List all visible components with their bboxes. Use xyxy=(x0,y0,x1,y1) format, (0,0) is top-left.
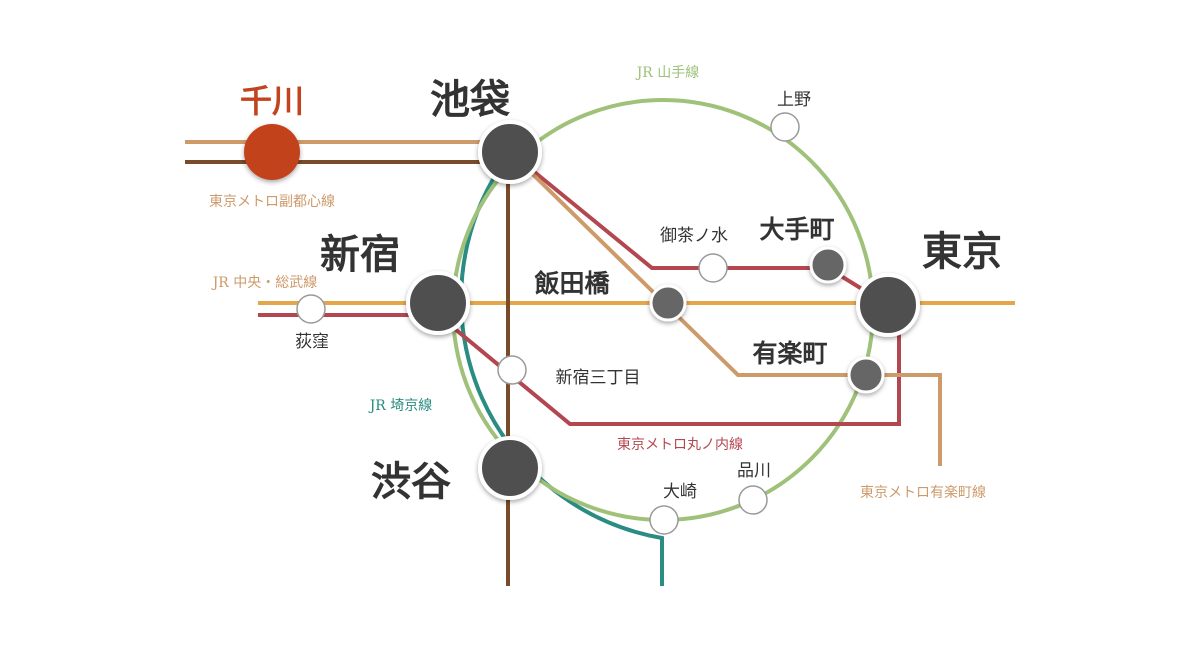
station-ochanomizu-label: 御茶ノ水 xyxy=(660,226,728,246)
station-senkawa-label: 千川 xyxy=(240,82,304,120)
station-shinagawa-marker[interactable] xyxy=(738,485,768,515)
saikyo-line xyxy=(459,169,664,586)
marunouchi-line-upper xyxy=(508,150,890,307)
station-iidabashi-marker[interactable] xyxy=(649,284,687,322)
marunouchi-line-label: 東京メトロ丸ノ内線 xyxy=(617,437,743,453)
station-yurakucho-label: 有楽町 xyxy=(752,339,827,368)
yamanote-line-label: JR 山手線 xyxy=(635,65,700,81)
station-ogikubo-marker[interactable] xyxy=(296,294,326,324)
station-otemachi-label: 大手町 xyxy=(759,215,834,244)
station-ikebukuro-label: 池袋 xyxy=(430,76,510,123)
station-osaki-marker[interactable] xyxy=(649,505,679,535)
saikyo-line-label: JR 埼京線 xyxy=(368,398,433,414)
station-ikebukuro-marker[interactable] xyxy=(478,120,542,184)
station-ochanomizu-marker[interactable] xyxy=(698,253,728,283)
station-shinjuku-sanchome-label: 新宿三丁目 xyxy=(556,368,641,388)
station-shibuya-label: 渋谷 xyxy=(371,458,451,505)
station-yurakucho-marker[interactable] xyxy=(847,356,885,394)
station-tokyo-marker[interactable] xyxy=(856,273,920,337)
fukutoshin-line xyxy=(185,160,510,586)
yurakucho-line-label: 東京メトロ有楽町線 xyxy=(860,485,986,501)
station-otemachi-marker[interactable] xyxy=(809,246,847,284)
station-tokyo-label: 東京 xyxy=(922,228,1002,275)
station-shinjuku-label: 新宿 xyxy=(320,231,400,278)
station-shinagawa-label: 品川 xyxy=(737,461,771,481)
station-osaki-label: 大崎 xyxy=(663,482,697,502)
station-shinjuku-sanchome-marker[interactable] xyxy=(497,355,527,385)
station-shinjuku-marker[interactable] xyxy=(406,271,470,335)
station-ueno-marker[interactable] xyxy=(770,112,800,142)
station-ogikubo-label: 荻窪 xyxy=(295,332,329,352)
yurakucho-line xyxy=(508,150,942,466)
chuo-line-label: JR 中央・総武線 xyxy=(211,275,318,291)
station-senkawa-marker[interactable] xyxy=(244,124,300,180)
fukutoshin-line-label: 東京メトロ副都心線 xyxy=(209,194,335,210)
station-shibuya-marker[interactable] xyxy=(478,436,542,500)
station-iidabashi-label: 飯田橋 xyxy=(533,269,610,298)
station-ueno-label: 上野 xyxy=(777,90,811,110)
